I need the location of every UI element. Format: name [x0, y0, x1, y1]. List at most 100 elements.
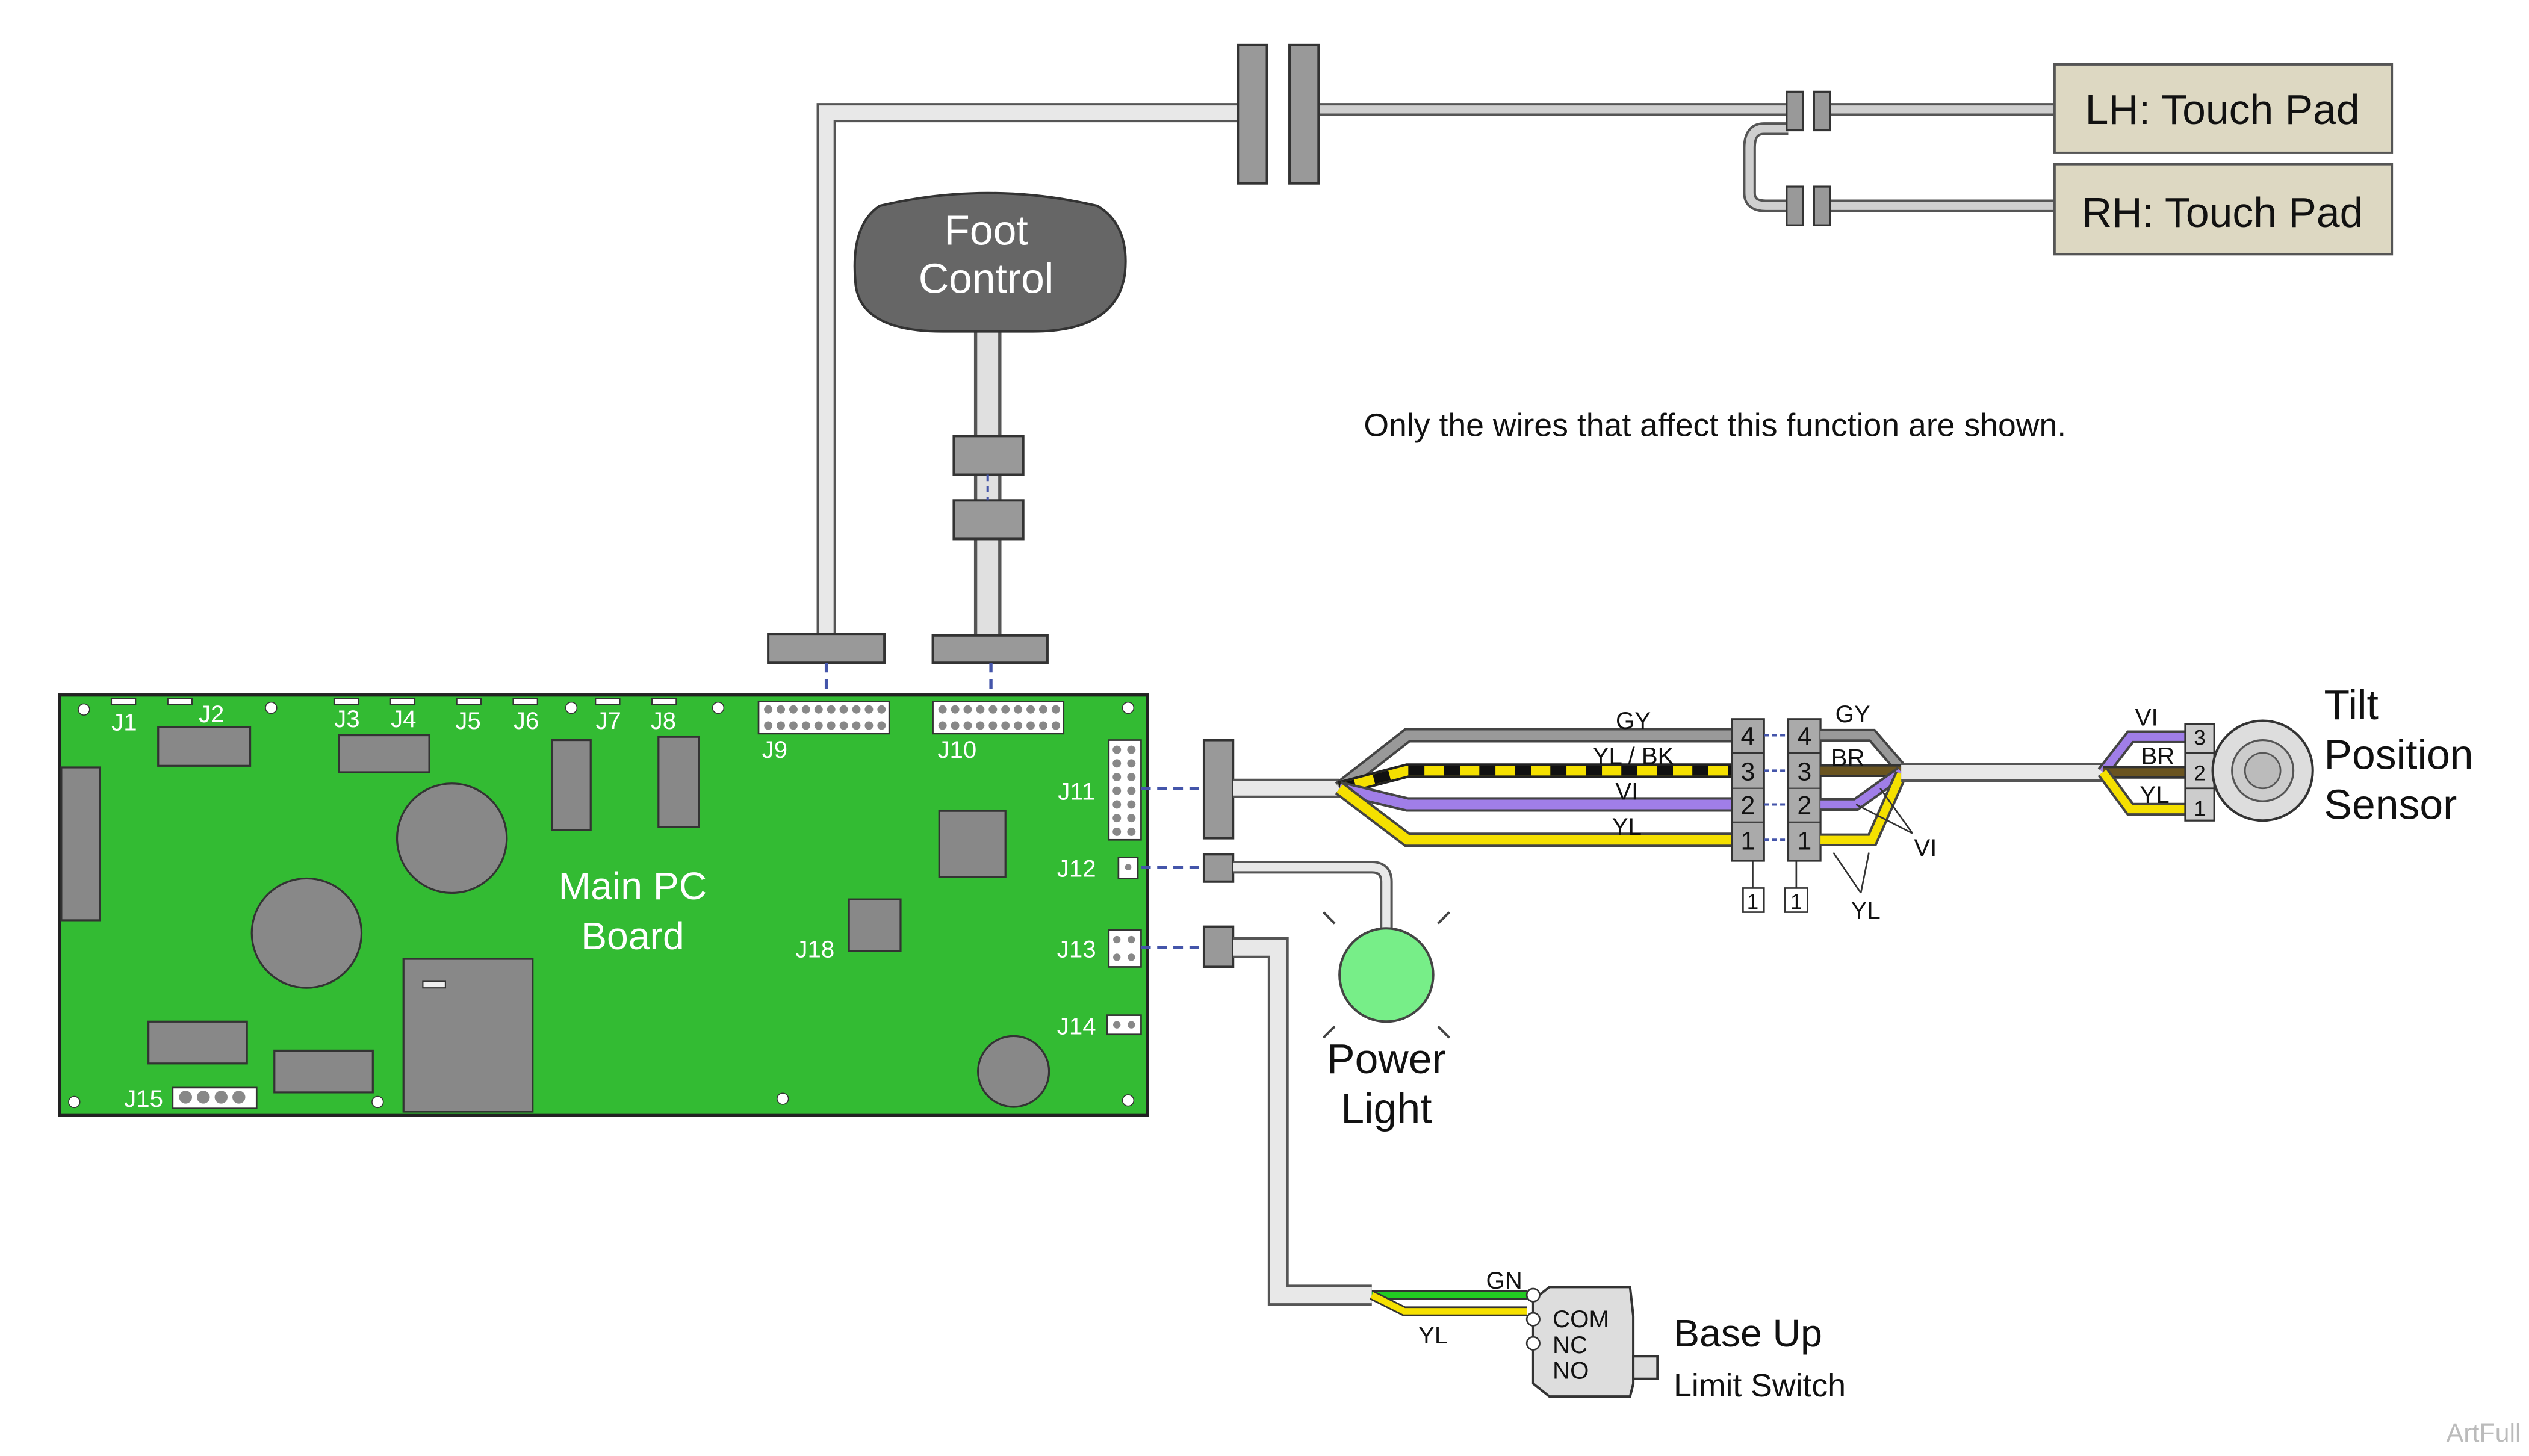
header-pin — [827, 721, 836, 730]
j2-label: J2 — [199, 701, 224, 728]
header-pin — [801, 721, 810, 730]
header-pin — [1026, 705, 1035, 714]
header-pin — [814, 705, 823, 714]
header-pin — [801, 705, 810, 714]
j1-label: J1 — [111, 709, 137, 736]
j13-header — [1108, 929, 1142, 968]
sensor-pin-3: 3 — [2194, 726, 2205, 750]
header-pin — [1127, 745, 1136, 754]
j11-plug — [1202, 739, 1235, 840]
header-pin — [1014, 721, 1023, 730]
j9-plug — [767, 633, 886, 664]
lh-touch-pad-label: LH: Touch Pad — [2085, 86, 2360, 133]
wire-label-ylbk: YL / BK — [1593, 743, 1674, 770]
header-pin — [951, 705, 960, 714]
header-pin — [1127, 786, 1136, 795]
power-light-label-2: Light — [1341, 1085, 1432, 1132]
switch-wire-gn: GN — [1486, 1267, 1522, 1294]
foot-control-inline-connector-a — [952, 435, 1025, 476]
tilt-position-sensor: 3 2 1 VI BR YL Tilt Position Sensor — [2135, 681, 2474, 828]
j18-label: J18 — [795, 935, 834, 962]
sensor-title-2: Position — [2324, 731, 2474, 778]
header-pin — [976, 705, 985, 714]
main-pc-board: J1 J2 J3 J4 J5 J6 J7 J8 J9 J10 J11 J12 J… — [58, 693, 1149, 1117]
wire-label-gy-left: GY — [1616, 707, 1651, 734]
left-pin1-marker: 1 — [1747, 890, 1758, 914]
header-pin — [827, 705, 836, 714]
touch-pad-inline-connector — [1237, 43, 1831, 226]
j10-label: J10 — [937, 736, 976, 763]
switch-terminal-nc: NC — [1553, 1331, 1587, 1358]
header-pin — [1038, 705, 1047, 714]
sensor-wire-vi: VI — [2135, 704, 2158, 731]
header-pin — [864, 705, 874, 714]
switch-subtitle: Limit Switch — [1674, 1368, 1846, 1404]
j14-label: J14 — [1057, 1013, 1096, 1040]
header-pin — [877, 721, 886, 730]
header-pin — [1112, 800, 1122, 809]
j15-label: J15 — [124, 1085, 163, 1112]
rh-touch-pad-label: RH: Touch Pad — [2082, 189, 2363, 236]
j7-label: J7 — [595, 707, 621, 734]
sensor-pin-2: 2 — [2194, 761, 2205, 785]
header-pin — [1038, 721, 1047, 730]
foot-control-label-2: Control — [919, 255, 1054, 302]
j9-label: J9 — [762, 736, 787, 763]
sensor-pin-1: 1 — [2194, 797, 2205, 820]
right-connector-pin-3: 3 — [1797, 757, 1811, 786]
watermark: ArtFull — [2447, 1419, 2521, 1448]
wire-label-vi-right: VI — [1914, 834, 1937, 861]
left-connector-pin-4: 4 — [1741, 722, 1755, 751]
switch-terminal-com: COM — [1553, 1306, 1609, 1333]
header-pin — [1127, 827, 1136, 836]
header-pin — [1112, 827, 1122, 836]
switch-title: Base Up — [1674, 1312, 1822, 1355]
right-connector-pin-4: 4 — [1797, 722, 1811, 751]
left-connector-pin-1: 1 — [1741, 826, 1755, 855]
switch-terminal-no: NO — [1553, 1357, 1589, 1384]
wire-label-br-right: BR — [1831, 744, 1865, 771]
j10-plug — [931, 634, 1049, 664]
foot-control-label-1: Foot — [944, 206, 1028, 253]
j11-header — [1108, 739, 1142, 841]
base-up-limit-switch: COM NC NO GN YL Base Up Limit Switch — [1141, 925, 1846, 1404]
sensor-title-1: Tilt — [2324, 681, 2379, 728]
header-pin — [1112, 773, 1122, 781]
header-pin — [852, 721, 861, 730]
header-pin — [764, 705, 773, 714]
header-pin — [814, 721, 823, 730]
header-pin — [976, 721, 985, 730]
header-pin — [1127, 759, 1136, 768]
wire-label-gy-right: GY — [1835, 701, 1870, 728]
touch-pad-cable — [816, 103, 2056, 634]
lh-touch-pad: LH: Touch Pad — [2053, 63, 2394, 154]
j5-label: J5 — [455, 707, 480, 734]
header-pin — [1026, 721, 1035, 730]
header-pin — [877, 705, 886, 714]
header-pin — [777, 721, 785, 730]
j12-label: J12 — [1057, 855, 1096, 882]
right-connector-pin-2: 2 — [1797, 792, 1811, 820]
j12-header — [1117, 857, 1139, 879]
header-pin — [1127, 800, 1136, 809]
header-pin — [864, 721, 874, 730]
wire-label-vi-left: VI — [1615, 778, 1638, 805]
header-pin — [963, 705, 972, 714]
j13-label: J13 — [1057, 935, 1096, 962]
power-light-label-1: Power — [1327, 1035, 1446, 1082]
header-pin — [951, 721, 960, 730]
header-pin — [1014, 705, 1023, 714]
j14-header — [1106, 1014, 1142, 1036]
wire-label-yl-left: YL — [1612, 813, 1642, 840]
header-pin — [852, 705, 861, 714]
sensor-title-3: Sensor — [2324, 781, 2457, 828]
j11-label: J11 — [1058, 778, 1095, 805]
j10-header — [932, 701, 1065, 735]
header-pin — [764, 721, 773, 730]
header-pin — [1051, 705, 1060, 714]
foot-control-inline-connector-b — [952, 499, 1025, 541]
j9-header — [757, 701, 890, 735]
header-pin — [1127, 773, 1136, 781]
foot-control: Foot Control — [853, 191, 1127, 634]
